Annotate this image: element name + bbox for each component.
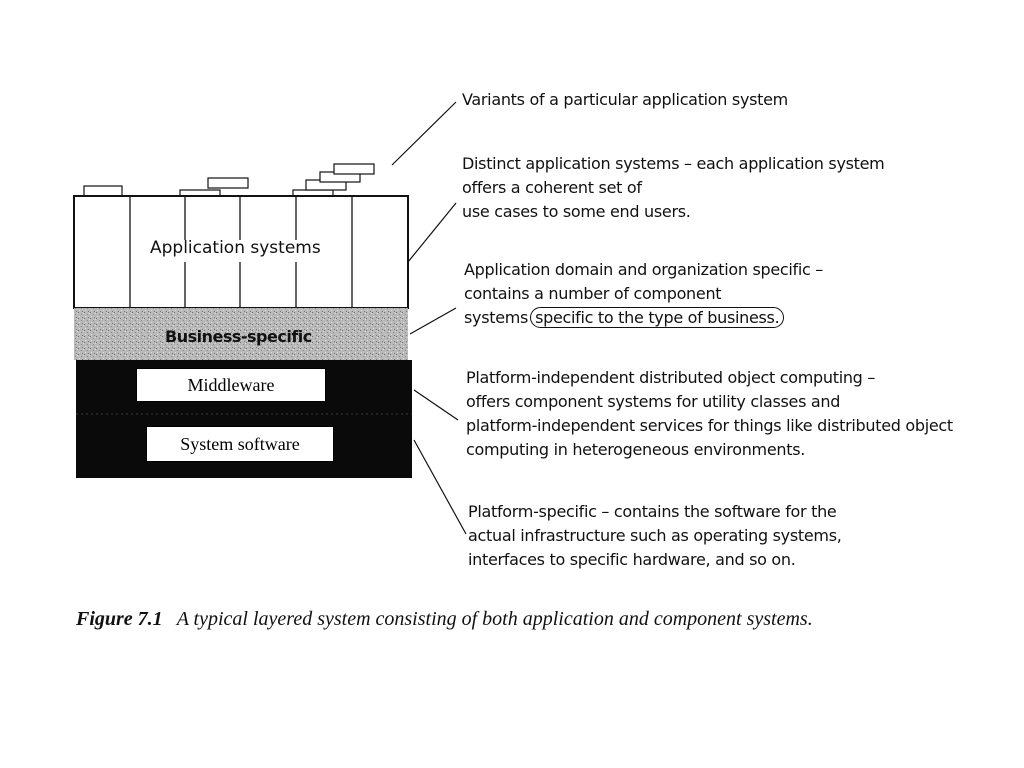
desc-variants: Variants of a particular application sys… [462, 88, 788, 112]
application-layer-label: Application systems [150, 238, 321, 258]
system-software-label: System software [146, 426, 334, 462]
desc-text: systems [464, 308, 529, 327]
desc-line: actual infrastructure such as operating … [468, 526, 842, 545]
desc-business-specific: Application domain and organization spec… [464, 258, 823, 330]
business-layer-label: Business-specific [165, 327, 312, 346]
desc-line: Platform-specific – contains the softwar… [468, 502, 837, 521]
desc-line: Variants of a particular application sys… [462, 90, 788, 109]
desc-line: offers a coherent set of [462, 178, 642, 197]
desc-line: contains a number of component [464, 284, 722, 303]
desc-line: Platform-independent distributed object … [466, 368, 876, 387]
desc-line: platform-independent services for things… [466, 416, 953, 435]
business-layer [74, 308, 408, 360]
desc-line: interfaces to specific hardware, and so … [468, 550, 796, 569]
desc-middleware: Platform-independent distributed object … [466, 366, 953, 462]
desc-line: Distinct application systems – each appl… [462, 154, 885, 173]
leader-lines [391, 101, 467, 535]
desc-distinct-applications: Distinct application systems – each appl… [462, 152, 885, 224]
figure-caption-text: A typical layered system consisting of b… [176, 608, 813, 630]
circled-annotation: specific to the type of business. [530, 307, 785, 328]
variant-tabs [83, 163, 375, 201]
desc-line: use cases to some end users. [462, 202, 691, 221]
desc-system-software: Platform-specific – contains the softwar… [468, 500, 842, 572]
desc-line: offers component systems for utility cla… [466, 392, 841, 411]
application-dividers [129, 196, 353, 308]
figure-number: Figure 7.1 [76, 608, 163, 630]
figure-caption: Figure 7.1 A typical layered system consi… [76, 602, 976, 636]
desc-line: Application domain and organization spec… [464, 260, 823, 279]
middleware-label: Middleware [136, 368, 326, 402]
desc-line: computing in heterogeneous environments. [466, 440, 806, 459]
